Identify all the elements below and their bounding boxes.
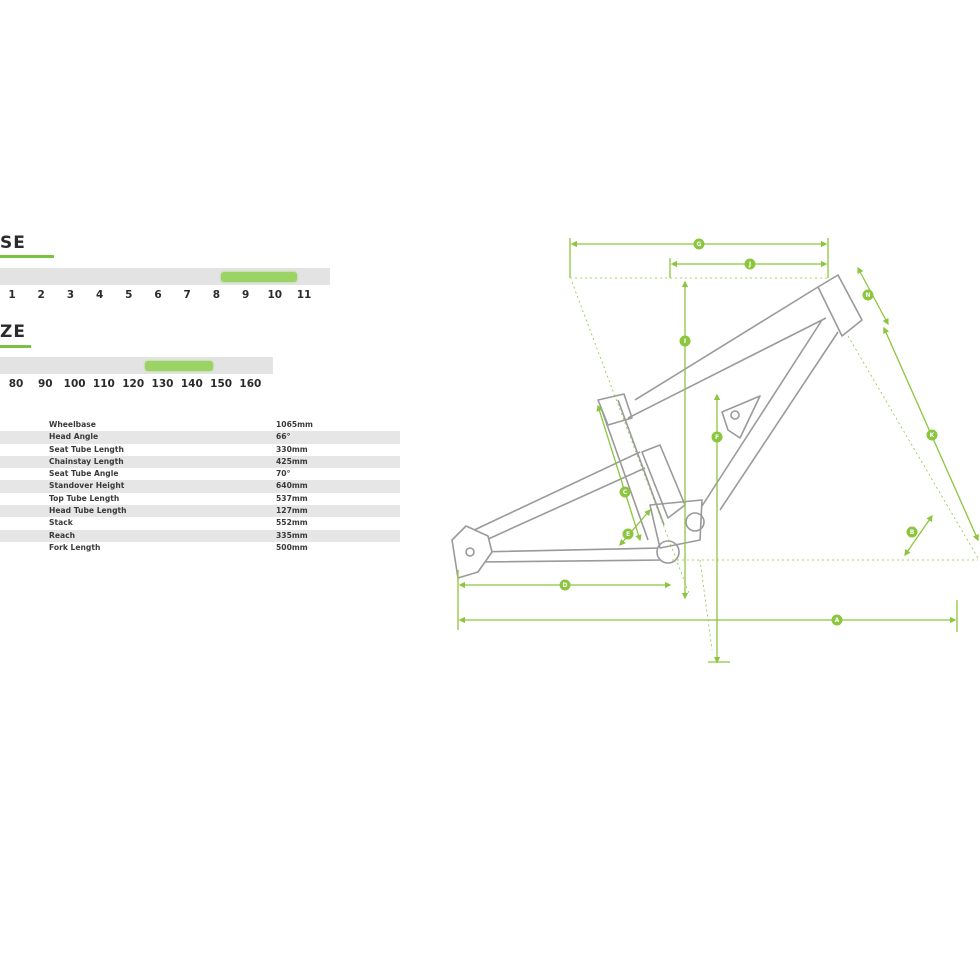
scale-1-tick: 11	[296, 289, 312, 301]
scale-1-tick: 5	[125, 289, 133, 301]
geometry-value: 70°	[276, 469, 291, 479]
geometry-value: 335mm	[276, 530, 308, 540]
geometry-label: Fork Length	[49, 542, 101, 552]
svg-text:J: J	[748, 261, 751, 268]
svg-text:B: B	[910, 529, 915, 536]
geometry-value: 66°	[276, 432, 291, 442]
dimension-lines	[457, 238, 979, 664]
scale-1-tick: 1	[8, 289, 16, 301]
geometry-label: Seat Tube Length	[49, 444, 124, 454]
geometry-value: 1065mm	[276, 420, 313, 429]
scale-2-ticks: 80 90 100 110 120 130 140 150 160	[0, 378, 273, 392]
dimension-label-g: G	[693, 238, 705, 250]
scale-2-tick: 100	[63, 378, 86, 390]
geometry-row: Head Tube Length 127mm	[0, 505, 400, 518]
geometry-row: Seat Tube Angle 70°	[0, 468, 400, 480]
geometry-value: 500mm	[276, 542, 308, 552]
geometry-row: Top Tube Length 537mm	[0, 493, 400, 505]
svg-text:F: F	[715, 434, 719, 441]
geometry-row: Stack 552mm	[0, 517, 400, 529]
geometry-label: Head Angle	[49, 432, 99, 442]
dimension-label-k: K	[926, 429, 938, 441]
scale-1-tick: 4	[95, 289, 104, 301]
scale-2-tick: 90	[37, 378, 53, 390]
scale-2-tick: 110	[92, 378, 115, 390]
svg-text:C: C	[623, 489, 628, 496]
geometry-row: Reach 335mm	[0, 529, 400, 542]
scale-2-tick: 150	[210, 378, 233, 390]
geometry-label: Wheelbase	[49, 420, 96, 429]
bike-frame	[451, 274, 863, 579]
svg-text:A: A	[835, 617, 840, 624]
scale-1-tick: 3	[66, 289, 75, 301]
svg-text:N: N	[865, 292, 870, 299]
scale-1-title: SE	[0, 233, 26, 253]
geometry-label: Head Tube Length	[49, 506, 127, 516]
geometry-label: Top Tube Length	[49, 493, 120, 503]
svg-text:D: D	[563, 582, 568, 589]
scale-1-highlight	[221, 272, 297, 282]
geometry-label: Standover Height	[49, 481, 125, 491]
scale-2-tick: 140	[180, 378, 203, 390]
geometry-label: Chainstay Length	[49, 456, 124, 466]
geometry-value: 552mm	[276, 518, 308, 528]
dimension-label-e: E	[622, 528, 634, 540]
scale-2-bar	[0, 357, 273, 374]
scale-2-tick: 160	[239, 378, 262, 390]
geometry-label: Reach	[49, 530, 76, 540]
scale-1-tick: 2	[37, 289, 45, 301]
geometry-row: Head Angle 66°	[0, 431, 400, 444]
geometry-label: Seat Tube Angle	[49, 469, 119, 479]
dimension-label-f: F	[711, 431, 723, 443]
scale-1-tick: 6	[154, 289, 162, 301]
dimension-label-b: B	[906, 526, 918, 538]
dimension-label-a: A	[831, 614, 843, 626]
geometry-value: 330mm	[276, 444, 308, 454]
scale-2-tick: 80	[8, 378, 24, 390]
dimension-labels: G J I F C E D A K N B	[559, 238, 938, 626]
geometry-row: Seat Tube Length 330mm	[0, 444, 400, 456]
geometry-row: Chainstay Length 425mm	[0, 455, 400, 469]
scale-2-title: ZE	[0, 322, 26, 342]
svg-text:I: I	[684, 338, 686, 345]
scale-1-ticks: 1 2 3 4 5 6 7 8 9 10 11	[0, 289, 330, 303]
svg-text:E: E	[626, 531, 630, 538]
geometry-row: Wheelbase 1065mm	[0, 419, 400, 431]
scale-1-tick: 10	[267, 289, 283, 301]
geometry-value: 537mm	[276, 493, 308, 503]
dimension-label-n: N	[862, 289, 874, 301]
svg-text:K: K	[930, 432, 935, 439]
dimension-label-j: J	[744, 258, 756, 270]
geometry-row: Fork Length 500mm	[0, 542, 400, 554]
dimension-label-c: C	[619, 486, 631, 498]
svg-text:G: G	[697, 241, 702, 248]
scale-1-bar	[0, 268, 330, 285]
scale-2-tick: 130	[151, 378, 174, 390]
scale-1-tick: 8	[212, 289, 221, 301]
geometry-label: Stack	[49, 518, 73, 528]
dimension-label-i: I	[679, 335, 691, 347]
reference-lines	[570, 277, 979, 651]
dimension-label-d: D	[559, 579, 571, 591]
geometry-value: 425mm	[276, 456, 308, 466]
scale-2-highlight	[145, 361, 213, 371]
scale-1-tick: 7	[183, 289, 191, 301]
geometry-value: 127mm	[276, 506, 308, 516]
geometry-row: Standover Height 640mm	[0, 480, 400, 493]
geometry-value: 640mm	[276, 481, 308, 491]
scale-2-tick: 120	[122, 378, 145, 390]
scale-2-underline	[0, 345, 31, 348]
scale-1-tick: 9	[241, 289, 250, 301]
scale-1-underline	[0, 255, 54, 258]
